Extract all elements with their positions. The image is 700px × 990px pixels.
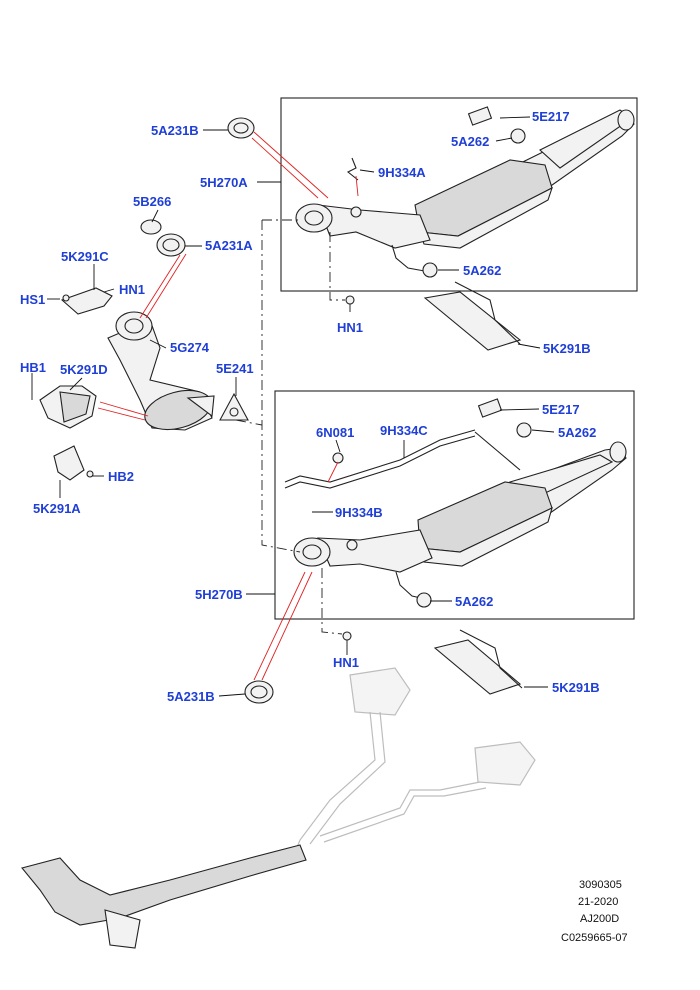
label-hb1: HB1 bbox=[20, 360, 46, 375]
nut-hn1-lower bbox=[342, 631, 352, 641]
label-hn1-upper: HN1 bbox=[337, 320, 363, 335]
heat-shield-5k291d bbox=[39, 385, 97, 429]
flow-line-1 bbox=[261, 220, 301, 553]
reference-line-3: AJ200D bbox=[580, 913, 619, 925]
flow-line-4 bbox=[321, 568, 343, 635]
leader-lines bbox=[31, 116, 555, 697]
label-5k291b-lower: 5K291B bbox=[552, 680, 600, 695]
gasket-5b266 bbox=[140, 219, 162, 235]
flow-line-3 bbox=[329, 232, 345, 301]
reference-line-2: 21-2020 bbox=[578, 896, 618, 908]
label-hb2: HB2 bbox=[108, 469, 134, 484]
label-5k291a: 5K291A bbox=[33, 501, 81, 516]
assembly-box-5h270b bbox=[274, 390, 635, 620]
label-5g274: 5G274 bbox=[170, 340, 210, 355]
label-5a262-top: 5A262 bbox=[451, 134, 489, 149]
label-9h334c: 9H334C bbox=[380, 423, 428, 438]
label-5b266: 5B266 bbox=[133, 194, 171, 209]
label-5h270a: 5H270A bbox=[200, 175, 248, 190]
red-callouts bbox=[97, 131, 359, 681]
label-5e241: 5E241 bbox=[216, 361, 254, 376]
clamp-5a231b-upper bbox=[227, 117, 255, 139]
assembly-box-5h270a bbox=[280, 97, 638, 292]
label-5a231b-bottom: 5A231B bbox=[167, 689, 215, 704]
reference-line-1: 3090305 bbox=[579, 879, 622, 891]
label-hn1-left: HN1 bbox=[119, 282, 145, 297]
gasket-5e241 bbox=[219, 392, 249, 421]
label-5k291d: 5K291D bbox=[60, 362, 108, 377]
label-5k291b-upper: 5K291B bbox=[543, 341, 591, 356]
reference-line-4: C0259665-07 bbox=[561, 932, 628, 944]
bracket-5k291a bbox=[53, 445, 94, 481]
label-5a262-lower: 5A262 bbox=[455, 594, 493, 609]
label-hn1-lower: HN1 bbox=[333, 655, 359, 670]
label-6n081: 6N081 bbox=[316, 425, 354, 440]
label-5e217-top: 5E217 bbox=[532, 109, 570, 124]
label-9h334b: 9H334B bbox=[335, 505, 383, 520]
nut-hn1-upper bbox=[345, 295, 355, 305]
label-5a262-mid: 5A262 bbox=[463, 263, 501, 278]
label-5k291c: 5K291C bbox=[61, 249, 109, 264]
clamp-5a231a bbox=[156, 233, 186, 257]
bracket-5k291c bbox=[60, 287, 113, 315]
label-9h334a: 9H334A bbox=[378, 165, 426, 180]
clamp-5a231b-lower bbox=[244, 680, 274, 704]
label-hs1: HS1 bbox=[20, 292, 45, 307]
label-5a262-lower-right: 5A262 bbox=[558, 425, 596, 440]
muffler-assembly-5h270b bbox=[284, 398, 627, 695]
muffler-assembly-5h270a bbox=[295, 106, 635, 351]
label-5e217-lower: 5E217 bbox=[542, 402, 580, 417]
flow-line-5 bbox=[235, 419, 263, 426]
catalytic-converter-5g274 bbox=[107, 311, 215, 431]
label-5h270b: 5H270B bbox=[195, 587, 243, 602]
label-5a231b-top: 5A231B bbox=[151, 123, 199, 138]
label-5a231a: 5A231A bbox=[205, 238, 253, 253]
exhaust-system-overview bbox=[21, 667, 536, 949]
